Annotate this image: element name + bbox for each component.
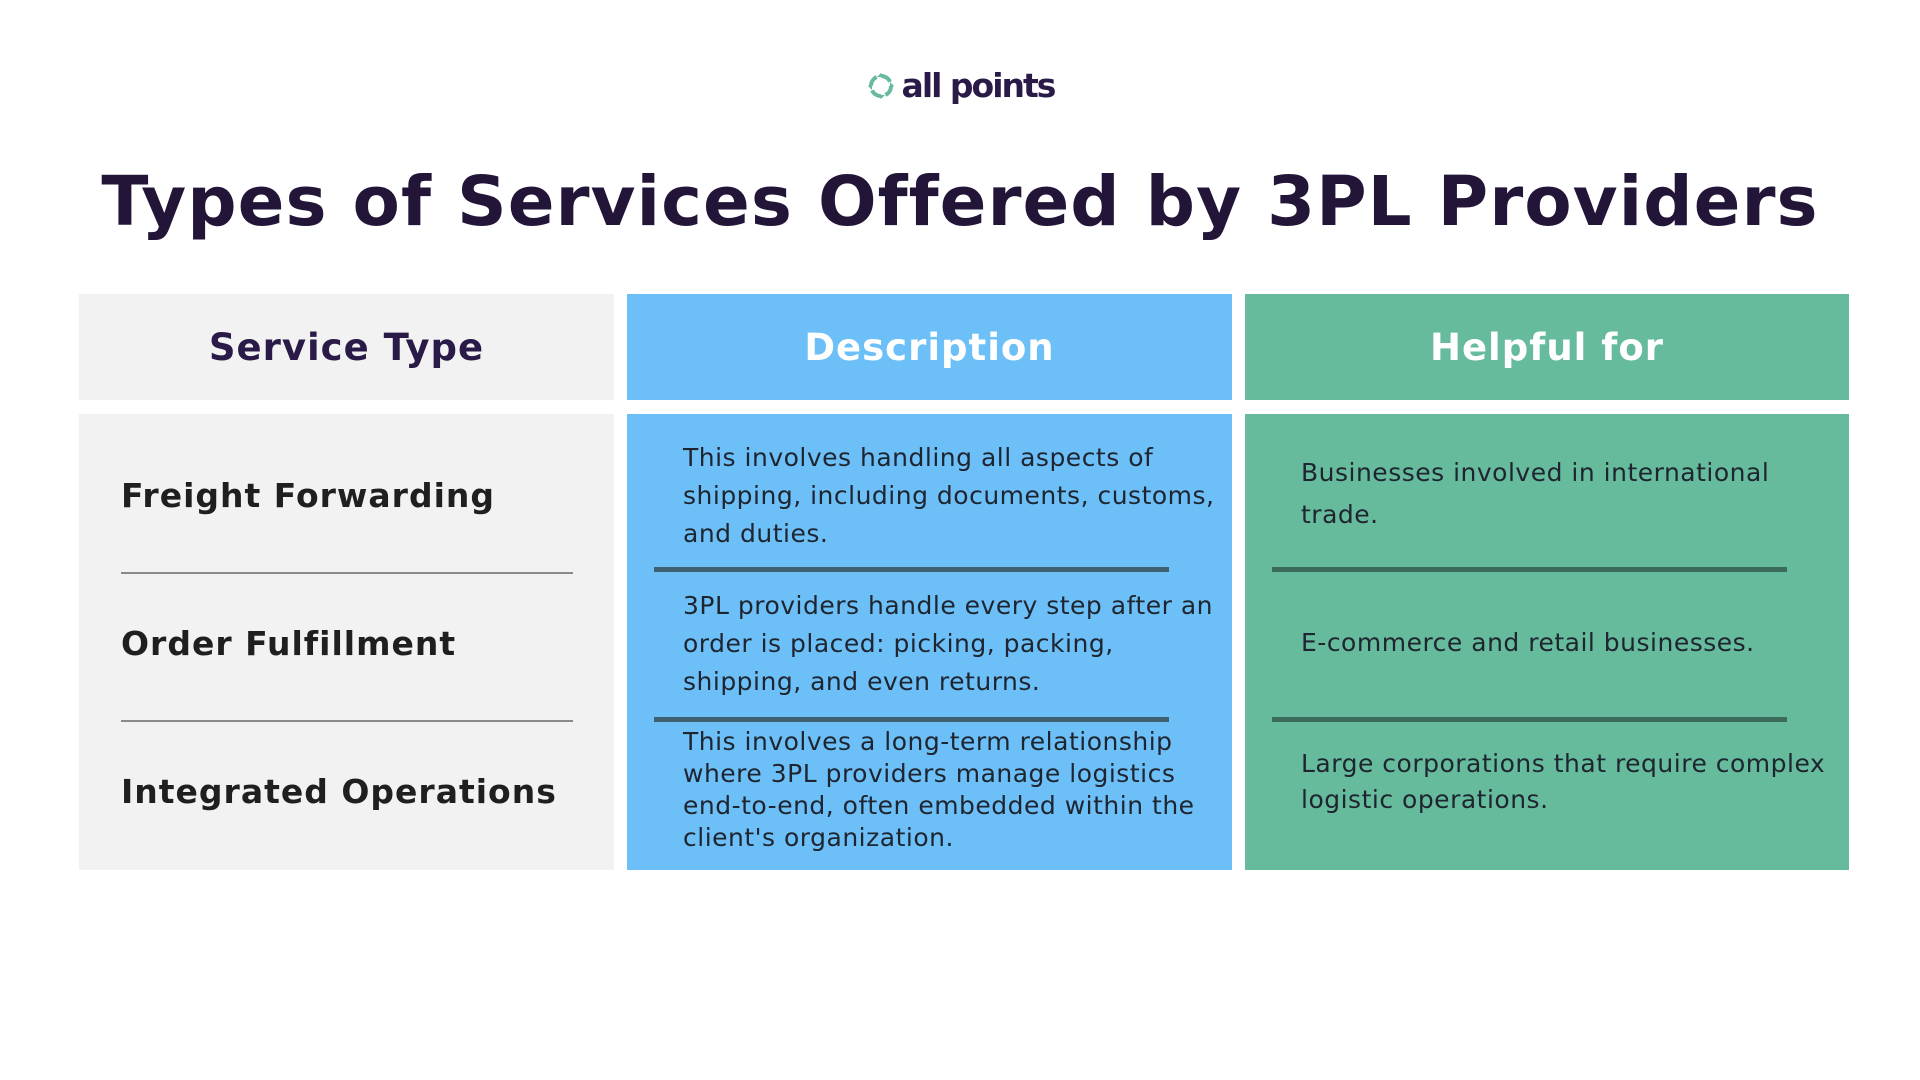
helpful-freight-forwarding: Businesses involved in international tra… (1301, 458, 1770, 529)
description-order-fulfillment: 3PL providers handle every step after an… (683, 591, 1213, 696)
service-order-fulfillment: Order Fulfillment (121, 624, 457, 663)
brand-logo: all points (0, 66, 1920, 105)
circle-arrows-logo-icon (866, 71, 896, 101)
service-type-column: Freight Forwarding Order Fulfillment Int… (79, 414, 614, 870)
description-freight-forwarding: This involves handling all aspects of sh… (683, 443, 1215, 548)
helpful-order-fulfillment: E-commerce and retail businesses. (1301, 628, 1755, 657)
row-divider (121, 720, 573, 722)
page-title: Types of Services Offered by 3PL Provide… (101, 162, 1819, 242)
column-header-helpful-for: Helpful for (1245, 294, 1849, 400)
service-freight-forwarding: Freight Forwarding (121, 476, 496, 515)
row-divider (654, 717, 1169, 722)
row-divider (1272, 717, 1787, 722)
helpful-for-column: Businesses involved in international tra… (1245, 414, 1849, 870)
description-column: This involves handling all aspects of sh… (627, 414, 1232, 870)
brand-name: all points (901, 66, 1057, 105)
service-integrated-operations: Integrated Operations (121, 772, 557, 811)
column-header-description: Description (627, 294, 1232, 400)
row-divider (654, 567, 1169, 572)
description-integrated-operations: This involves a long-term relationship w… (683, 727, 1195, 852)
row-divider (121, 572, 573, 574)
helpful-integrated-operations: Large corporations that require complex … (1301, 749, 1826, 814)
column-header-service-type: Service Type (79, 294, 614, 400)
row-divider (1272, 567, 1787, 572)
